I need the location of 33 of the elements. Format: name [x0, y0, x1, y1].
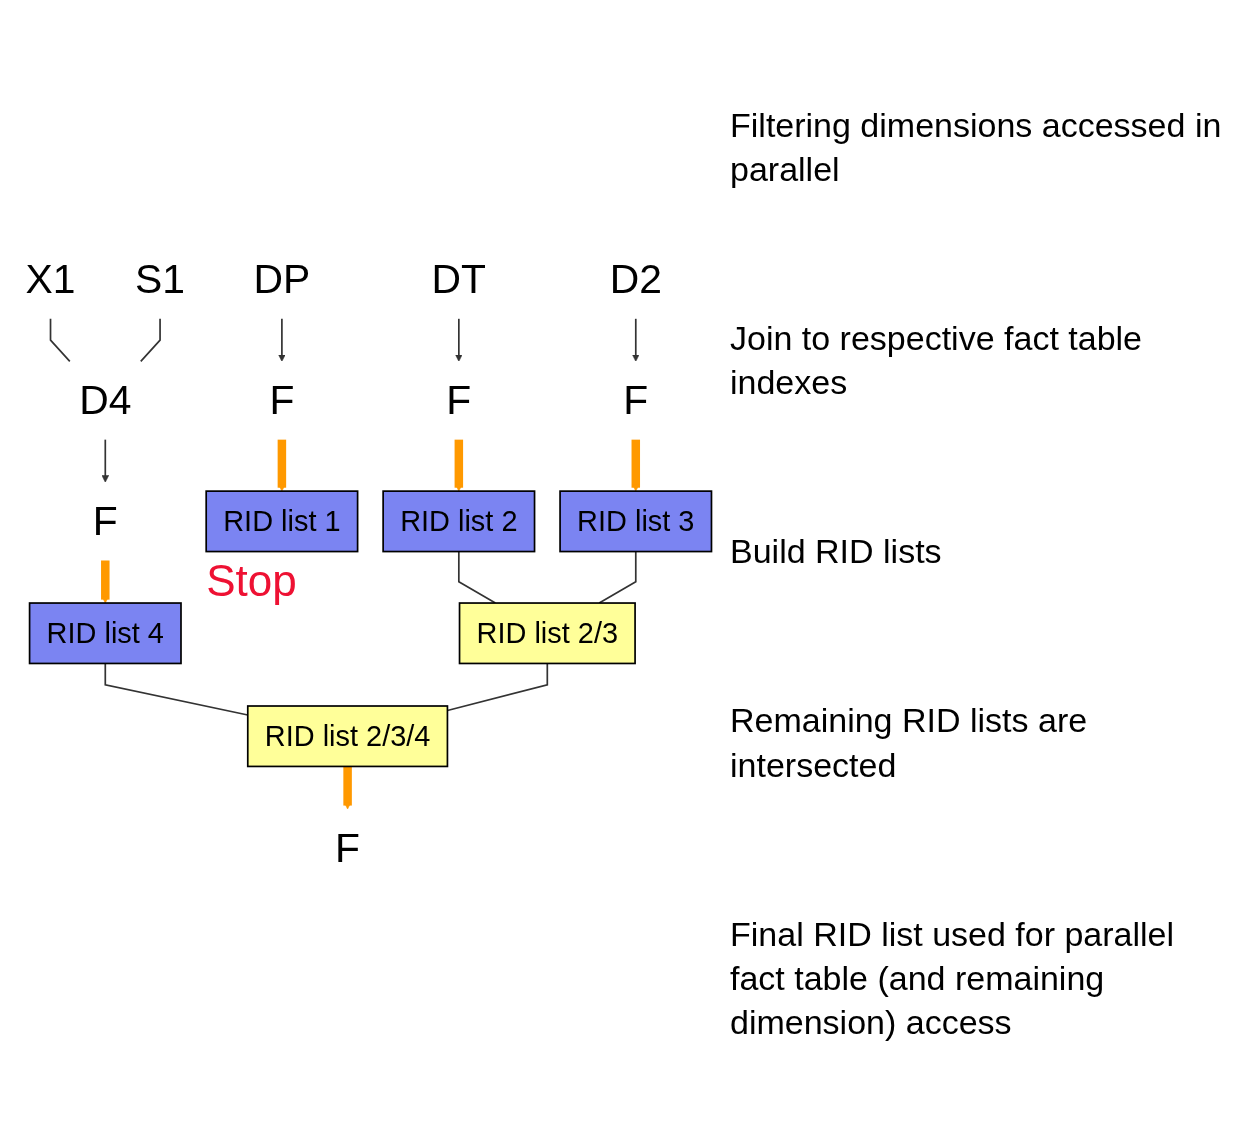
arrow	[277, 439, 287, 492]
node-text: D4	[79, 377, 132, 423]
node-text: F	[623, 377, 649, 423]
node-box: RID list 3	[559, 489, 713, 552]
step-note: Filtering dimensions accessed in parallel	[730, 104, 1223, 190]
connector	[139, 317, 161, 362]
node-text: D2	[609, 256, 662, 302]
arrow	[632, 317, 640, 362]
node-text: F	[446, 377, 472, 423]
node-text: DP	[253, 256, 311, 302]
arrow	[631, 439, 641, 492]
node-text: F	[92, 497, 118, 544]
arrow	[101, 560, 110, 603]
arrow	[455, 317, 463, 362]
step-note: Build RID lists	[730, 531, 943, 573]
connector	[49, 317, 71, 362]
node-text: X1	[25, 256, 76, 302]
node-box: RID list 2/3/4	[246, 704, 449, 767]
arrow	[454, 439, 464, 492]
arrow	[343, 766, 352, 809]
node-box: RID list 4	[28, 601, 182, 664]
step-note: Remaining RID lists are intersected	[730, 700, 1089, 786]
node-box: RID list 2/3	[458, 601, 636, 664]
node-text: F	[269, 377, 295, 423]
node-text: DT	[431, 256, 487, 302]
node-box: RID list 1	[205, 489, 359, 552]
node-text: S1	[135, 256, 186, 302]
node-text: F	[335, 824, 361, 870]
arrow	[278, 317, 286, 362]
arrow	[101, 438, 110, 483]
node-box: RID list 2	[382, 489, 536, 552]
step-note: Join to respective fact table indexes	[730, 317, 1143, 404]
step-note: Final RID list used for parallel fact table (and remaining dimension) access	[730, 913, 1176, 1044]
